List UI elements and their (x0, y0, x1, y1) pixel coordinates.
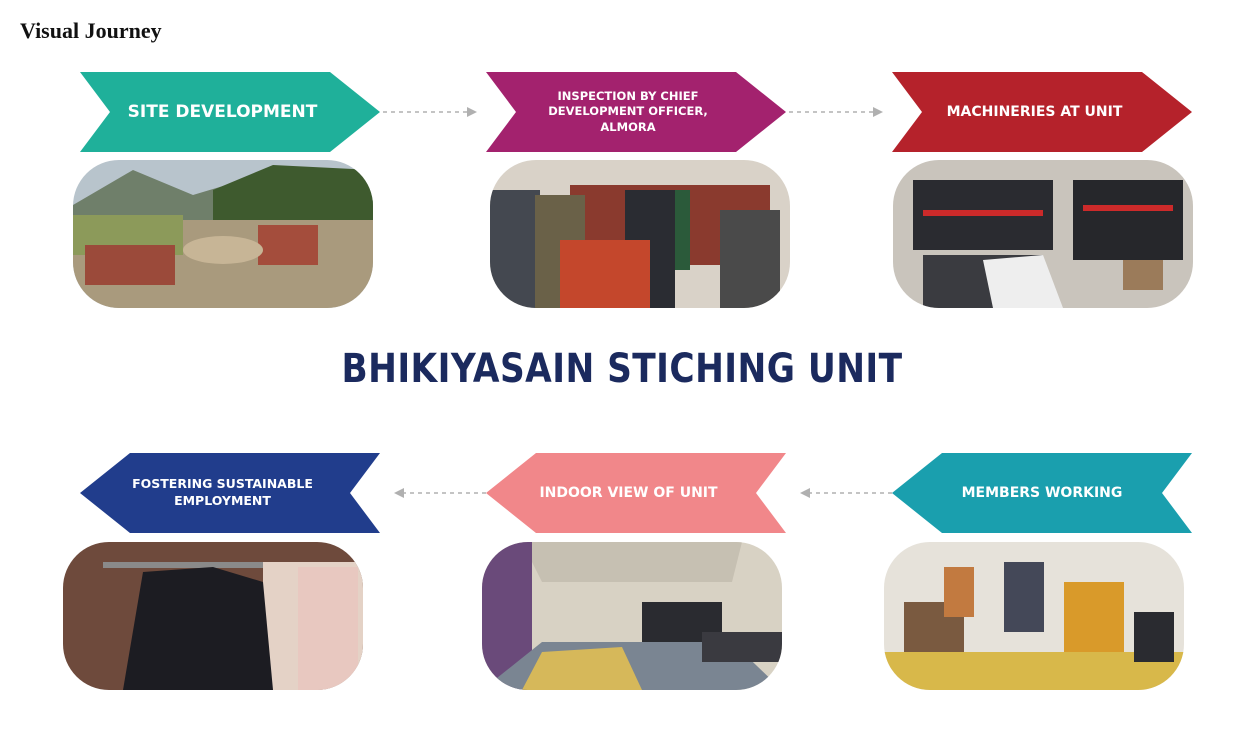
banner-label: INSPECTION BY CHIEF DEVELOPMENT OFFICER,… (548, 88, 708, 134)
banner-label: MACHINERIES AT UNIT (946, 103, 1123, 120)
banner-shape (892, 453, 1192, 533)
banner-label: MEMBERS WORKING (961, 484, 1123, 501)
banner-employment: FOSTERING SUSTAINABLE EMPLOYMENT (80, 453, 380, 533)
banner-label: FOSTERING SUSTAINABLE EMPLOYMENT (132, 476, 313, 508)
main-title: BHIKIYASAIN STICHING UNIT (341, 346, 903, 392)
banner-members-working: MEMBERS WORKING (892, 453, 1192, 533)
connector-arrow (394, 488, 488, 498)
banner-label: SITE DEVELOPMENT (127, 101, 318, 122)
page-title: Visual Journey (20, 18, 162, 43)
banner-shape (80, 72, 380, 152)
banner-machineries: MACHINERIES AT UNIT (892, 72, 1192, 152)
banner-indoor-view: INDOOR VIEW OF UNIT (486, 453, 786, 533)
indoor-view-photo (482, 542, 782, 690)
banner-shape (80, 453, 380, 533)
banner-inspection: INSPECTION BY CHIEF DEVELOPMENT OFFICER,… (486, 72, 786, 152)
banner-label: INDOOR VIEW OF UNIT (539, 484, 718, 501)
banner-shape (486, 453, 786, 533)
connector-arrow (789, 107, 883, 117)
banner-shape (892, 72, 1192, 152)
connector-arrow (383, 107, 477, 117)
machineries-photo (893, 160, 1193, 308)
banner-site-development: SITE DEVELOPMENT (80, 72, 380, 152)
inspection-photo (490, 160, 790, 308)
site-development-photo (73, 160, 373, 308)
banner-shape (486, 72, 786, 152)
employment-photo (63, 542, 363, 690)
connector-arrow (800, 488, 894, 498)
members-working-photo (884, 542, 1184, 690)
